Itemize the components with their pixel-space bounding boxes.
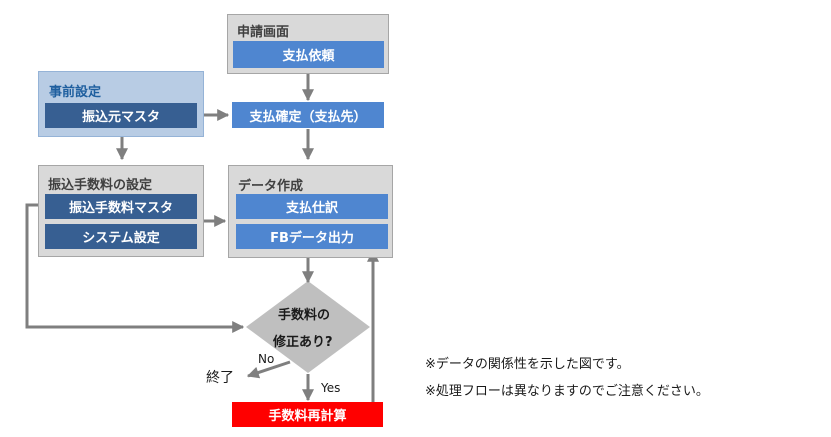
fee-recalc-box: 手数料再計算: [232, 402, 383, 427]
arrow-no-to-end: [246, 360, 291, 379]
decision-text-line2: 修正あり?: [273, 335, 333, 350]
application-screen-title: 申請画面: [237, 25, 290, 40]
decision-text-line1: 手数料の: [278, 308, 331, 323]
fee-settings-title: 振込手数料の設定: [48, 178, 153, 193]
decision-diamond: [246, 281, 370, 373]
fee-settings-panel: 振込手数料の設定 振込手数料マスタ システム設定: [38, 165, 204, 257]
note-line-2: ※処理フローは異なりますのでご注意ください。: [425, 384, 709, 399]
arrow-fee-loop-to-decision: [25, 203, 245, 333]
no-label: No: [258, 352, 275, 366]
payment-journal-box: 支払仕訳: [236, 194, 388, 219]
source-master-box: 振込元マスタ: [45, 103, 197, 128]
data-creation-panel: データ作成 支払仕訳 FBデータ出力: [228, 165, 393, 258]
system-settings-box: システム設定: [45, 224, 197, 249]
fb-output-box: FBデータ出力: [236, 224, 388, 249]
fee-master-box: 振込手数料マスタ: [45, 194, 197, 219]
application-screen-panel: 申請画面 支払依頼: [227, 14, 389, 74]
pre-settings-title: 事前設定: [49, 85, 102, 100]
end-label: 終了: [206, 370, 234, 386]
yes-label: Yes: [321, 381, 341, 395]
payment-confirm-box: 支払確定（支払先）: [232, 102, 384, 128]
data-creation-title: データ作成: [238, 179, 304, 194]
note-line-1: ※データの関係性を示した図です。: [425, 357, 630, 372]
payment-request-box: 支払依頼: [233, 41, 384, 68]
pre-settings-panel: 事前設定 振込元マスタ: [38, 71, 204, 137]
